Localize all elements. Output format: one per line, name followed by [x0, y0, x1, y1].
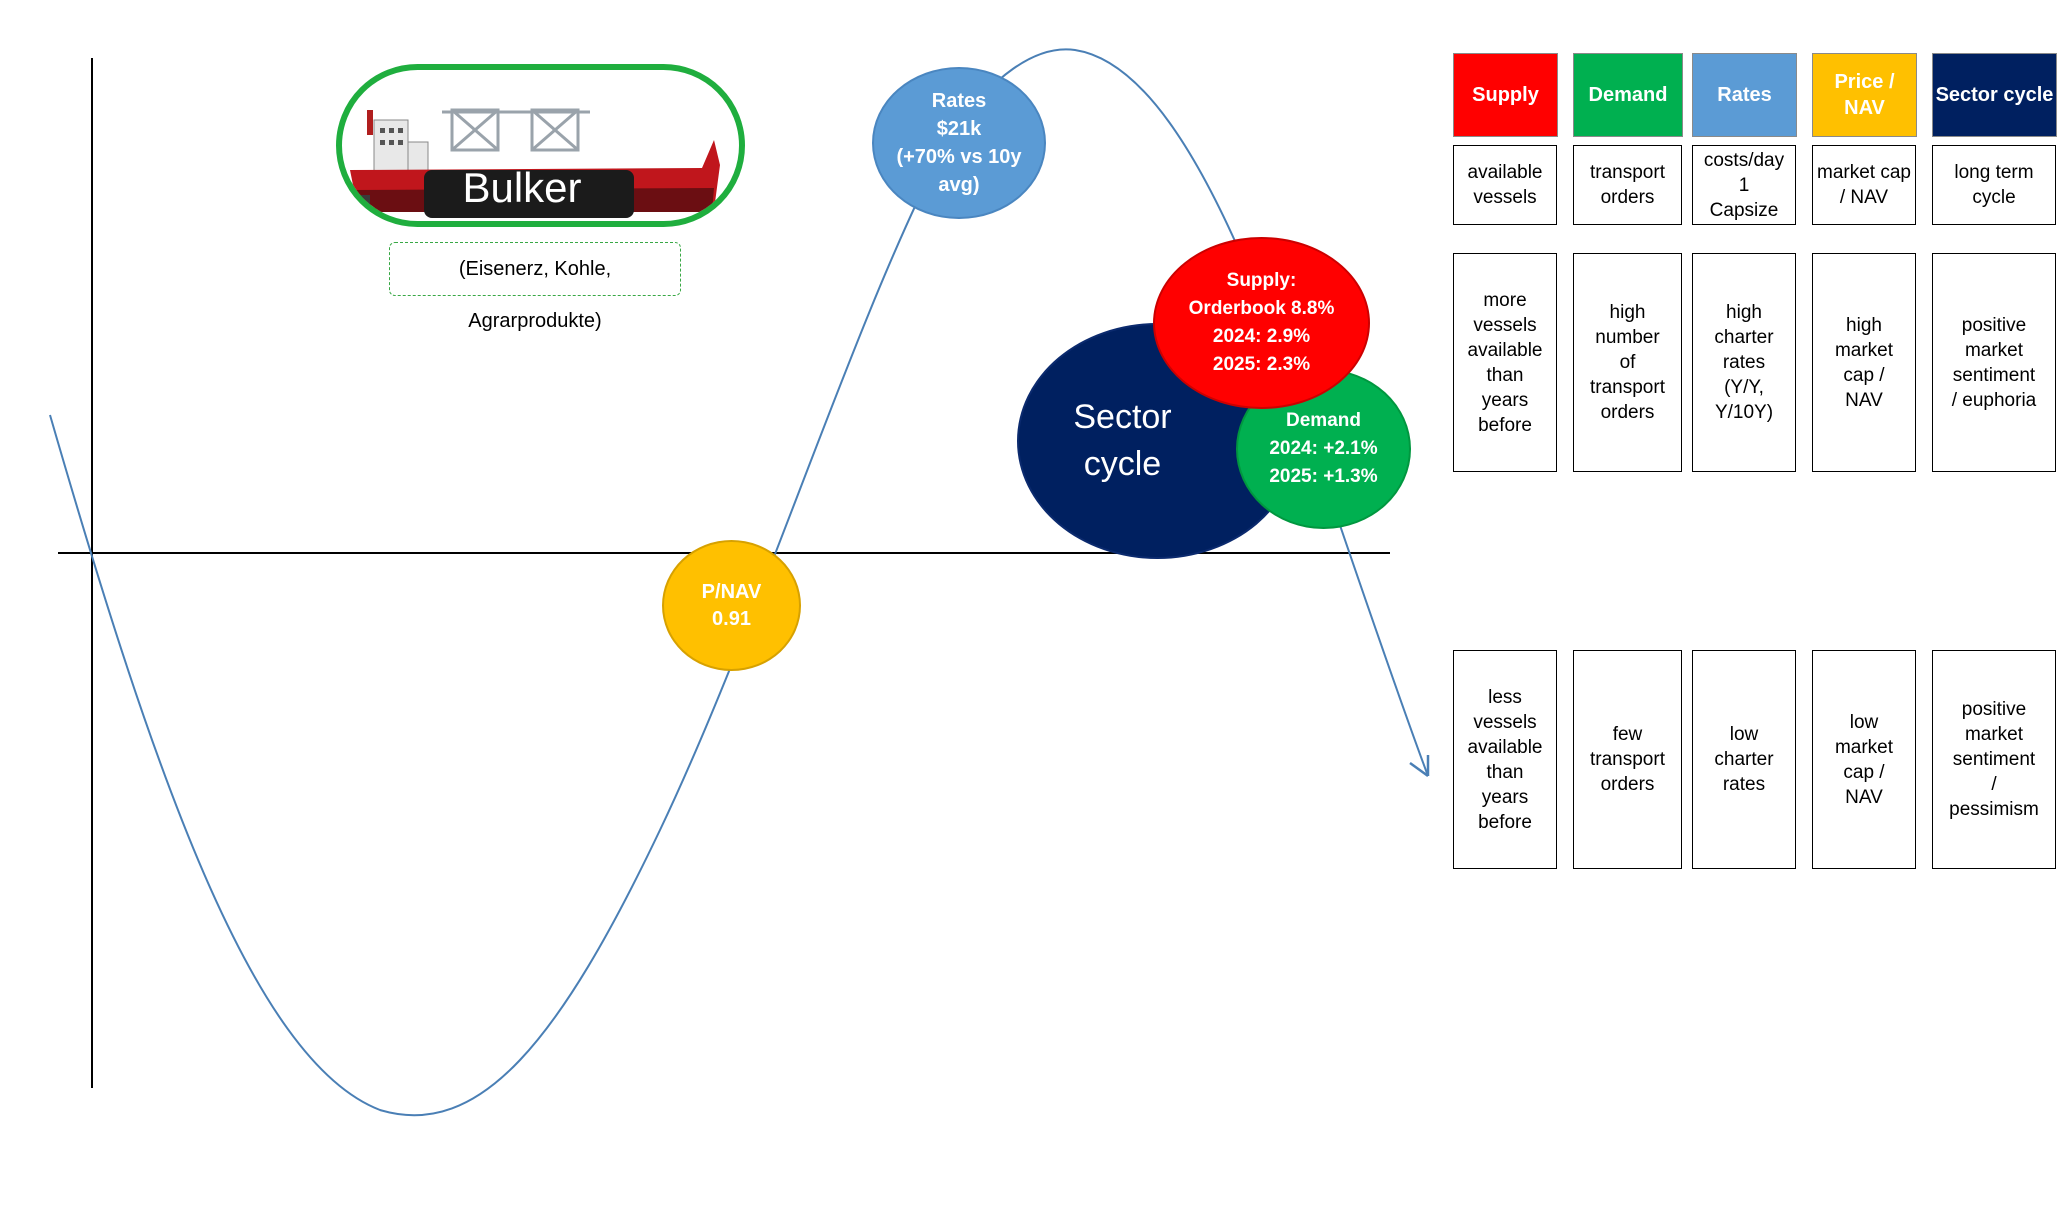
- supply-high-cell: more vessels available than years before: [1453, 253, 1557, 472]
- sector-cycle-high-cell: positive market sentiment / euphoria: [1932, 253, 2056, 472]
- supply-bubble: Supply: Orderbook 8.8% 2024: 2.9% 2025: …: [1153, 237, 1370, 409]
- demand-definition-cell: transport orders: [1573, 145, 1682, 225]
- price-nav-high-cell: high market cap / NAV: [1812, 253, 1916, 472]
- rates-definition-cell: costs/day 1 Capsize: [1692, 145, 1796, 225]
- column-header-line: Demand: [1588, 84, 1668, 106]
- pnav-bubble-line: P/NAV: [701, 580, 762, 603]
- rates-bubble-line: $21k: [936, 118, 982, 140]
- demand-bubble-line: 2024: +2.1%: [1269, 438, 1378, 459]
- pnav-bubble-line: 0.91: [712, 607, 751, 630]
- column-header-rates: Rates: [1692, 53, 1797, 137]
- supply-bubble-line: 2025: 2.3%: [1212, 354, 1311, 375]
- column-header-line: Rates: [1717, 84, 1772, 106]
- price-nav-low-cell: low market cap / NAV: [1812, 650, 1916, 869]
- rates-bubble-line: (+70% vs 10y: [896, 146, 1022, 168]
- demand-low-cell: few transport orders: [1573, 650, 1682, 869]
- sector-bubble-line: Sector: [1073, 398, 1172, 436]
- column-header-line: Price /: [1834, 71, 1895, 93]
- supply-bubble-line: 2024: 2.9%: [1212, 326, 1311, 347]
- rates-low-cell: low charter rates: [1692, 650, 1796, 869]
- supply-bubble-line: Orderbook 8.8%: [1188, 298, 1335, 319]
- pnav-bubble: P/NAV 0.91: [662, 540, 801, 671]
- rates-bubble: Rates $21k (+70% vs 10y avg): [872, 67, 1046, 219]
- ship-name: Bulker: [462, 164, 582, 211]
- supply-definition-cell: available vessels: [1453, 145, 1557, 225]
- supply-low-cell: less vessels available than years before: [1453, 650, 1557, 869]
- rates-high-cell: high charter rates (Y/Y, Y/10Y): [1692, 253, 1796, 472]
- ship-badge: [336, 64, 745, 227]
- cargo-label: (Eisenerz, Kohle, Agrarprodukte): [389, 242, 681, 332]
- arrow-head-icon: [1409, 755, 1430, 778]
- rates-bubble-line: avg): [938, 174, 980, 196]
- sector-bubble-line: cycle: [1083, 445, 1162, 483]
- price-nav-definition-cell: market cap / NAV: [1812, 145, 1916, 225]
- column-header-price-nav: Price / NAV: [1812, 53, 1917, 137]
- demand-bubble-line: Demand: [1286, 410, 1361, 431]
- column-header-line: Supply: [1472, 84, 1539, 106]
- column-header-sector-cycle: Sector cycle: [1932, 53, 2057, 137]
- supply-bubble-line: Supply:: [1226, 270, 1297, 291]
- column-header-line: NAV: [1844, 97, 1885, 119]
- column-header-demand: Demand: [1573, 53, 1683, 137]
- demand-bubble-line: 2025: +1.3%: [1269, 466, 1378, 487]
- column-header-line: Sector cycle: [1935, 84, 2054, 106]
- ship-icon: [350, 108, 720, 218]
- column-header-supply: Supply: [1453, 53, 1558, 137]
- demand-high-cell: high number of transport orders: [1573, 253, 1682, 472]
- sector-cycle-definition-cell: long term cycle: [1932, 145, 2056, 225]
- sector-cycle-low-cell: positive market sentiment / pessimism: [1932, 650, 2056, 869]
- rates-bubble-line: Rates: [931, 90, 987, 112]
